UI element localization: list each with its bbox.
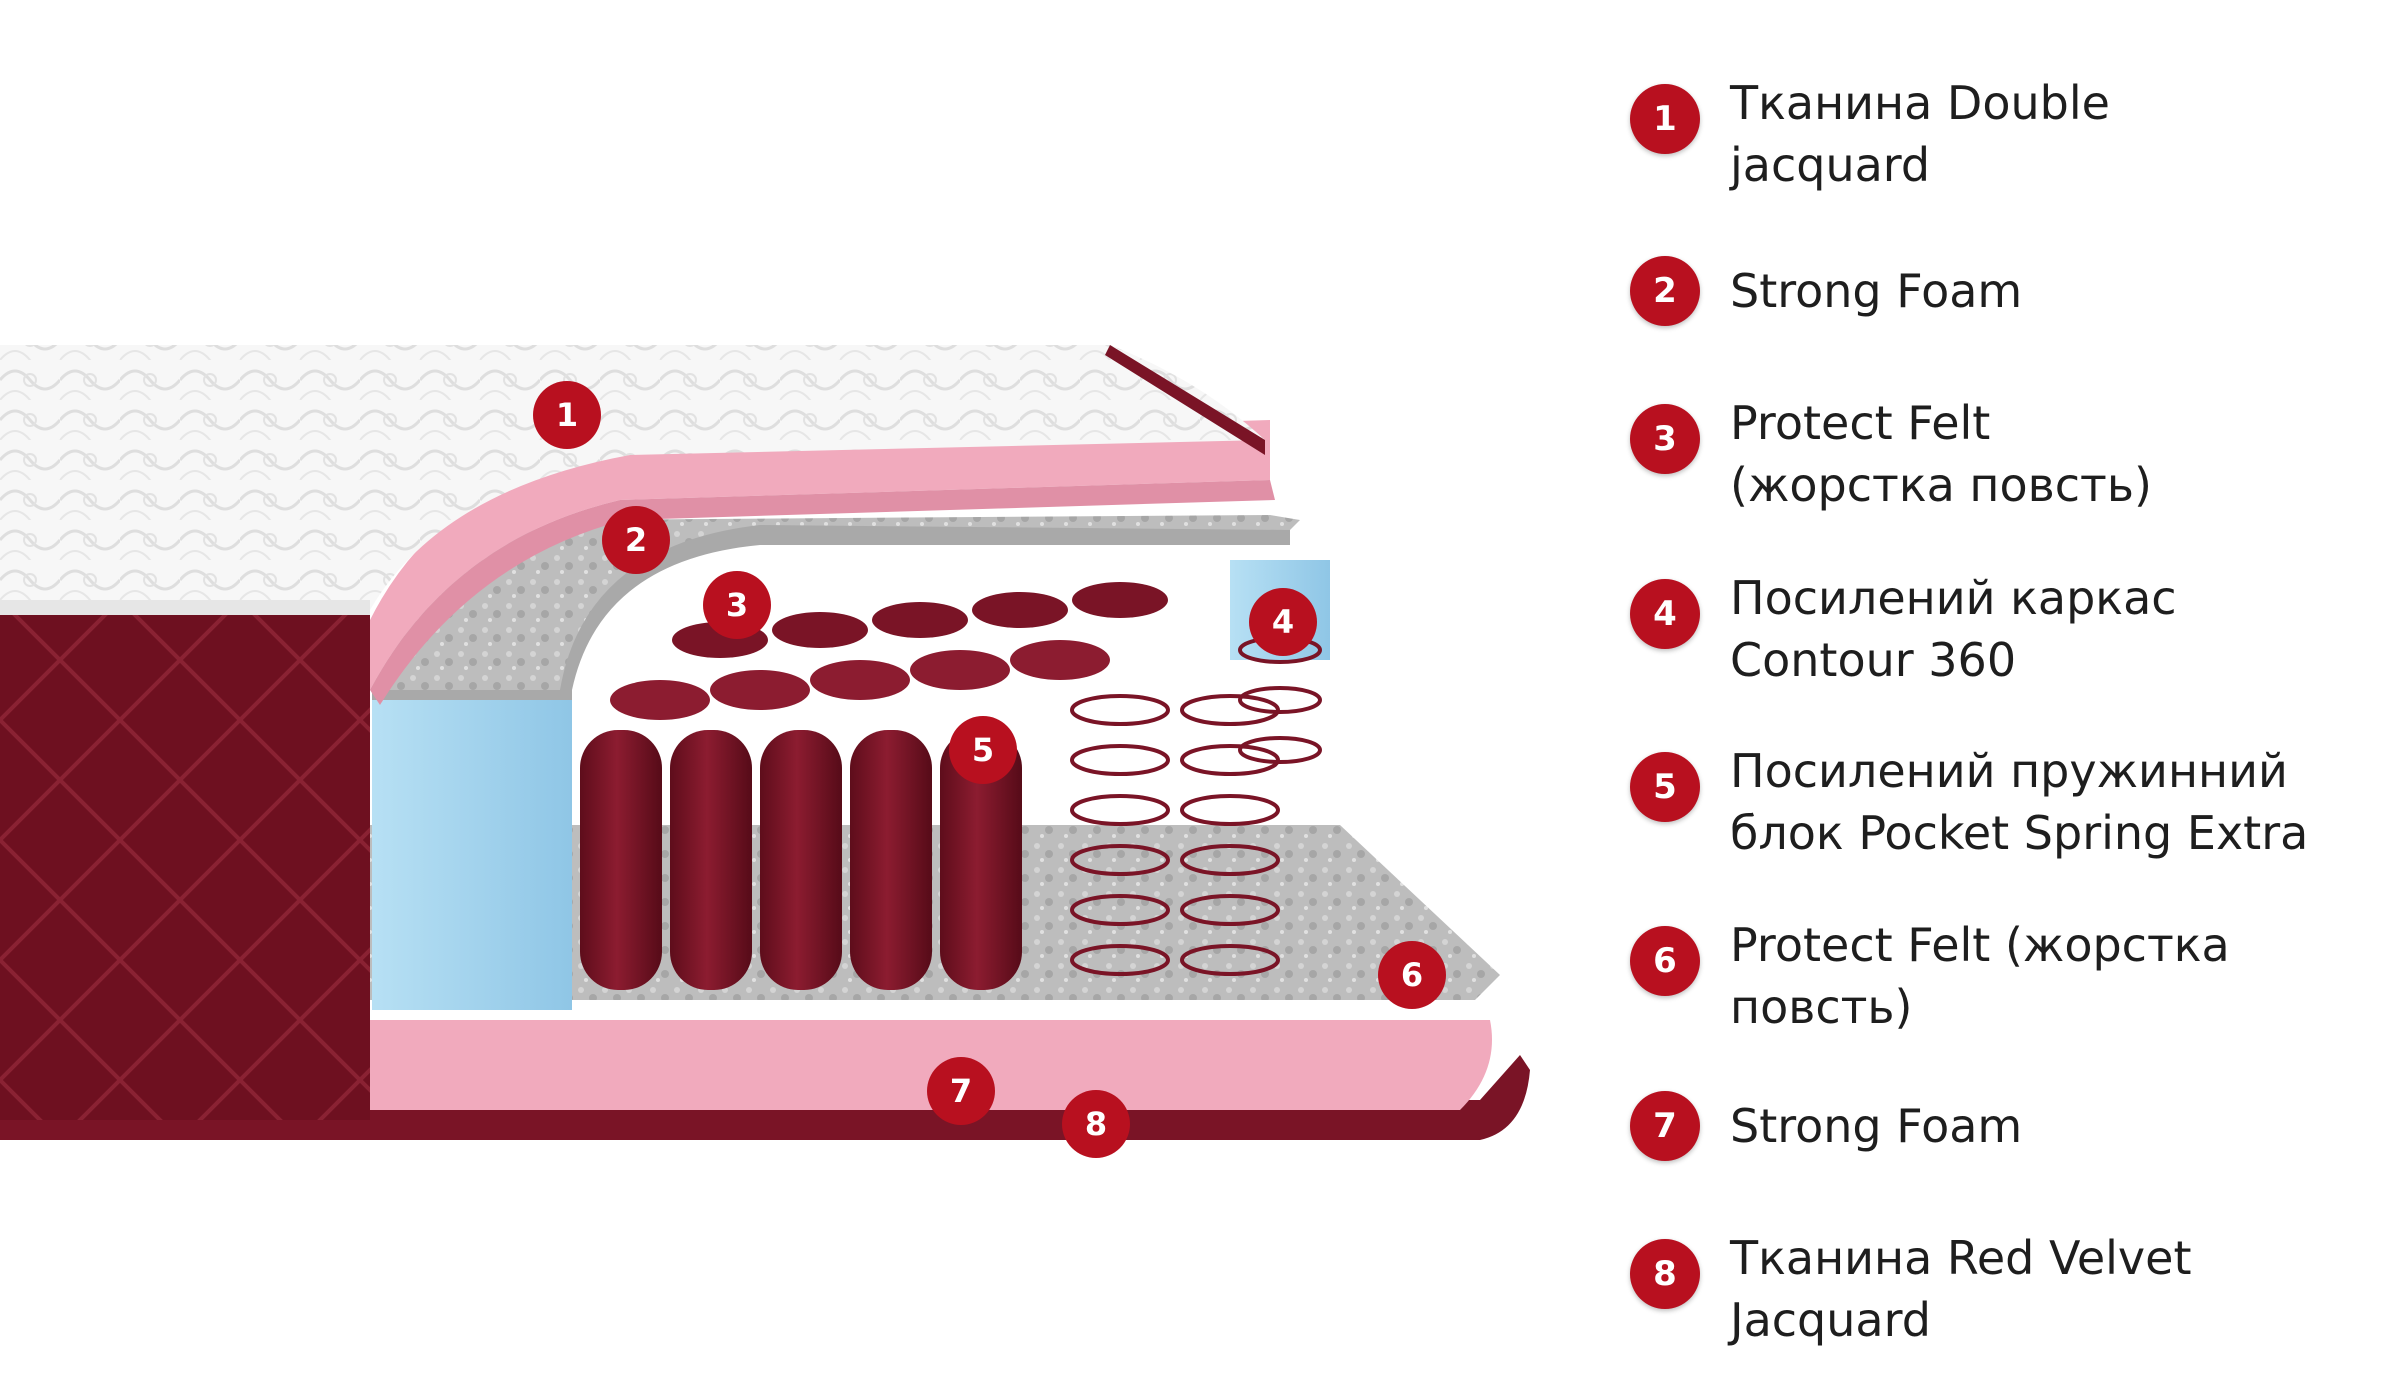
legend-label: Protect Felt (жорстка повсть): [1730, 396, 2152, 512]
marker-8: 8: [1062, 1090, 1130, 1158]
svg-text:5: 5: [972, 731, 994, 769]
marker-5: 5: [949, 716, 1017, 784]
legend-number-badge: 4: [1630, 579, 1700, 649]
legend-label: Тканина Double jacquard: [1730, 76, 2110, 192]
coil-springs: [1070, 636, 1322, 976]
svg-text:8: 8: [1085, 1105, 1107, 1143]
velvet-side-panel: [0, 600, 370, 1120]
bottom-velvet-layer: [0, 1055, 1530, 1140]
legend-label: Protect Felt (жорстка повсть): [1730, 918, 2230, 1034]
side-frame-left: [372, 700, 572, 1010]
bottom-foam-layer: [370, 1020, 1492, 1110]
legend-label: Strong Foam: [1730, 264, 2023, 318]
marker-3: 3: [703, 571, 771, 639]
legend-number-badge: 1: [1630, 84, 1700, 154]
svg-text:4: 4: [1272, 603, 1294, 641]
top-foam-layer: [370, 420, 1270, 690]
legend-number-badge: 6: [1630, 926, 1700, 996]
marker-7: 7: [927, 1057, 995, 1125]
legend-label: Strong Foam: [1730, 1099, 2023, 1153]
svg-text:7: 7: [950, 1072, 972, 1110]
marker-4: 4: [1249, 588, 1317, 656]
svg-text:6: 6: [1401, 956, 1423, 994]
marker-2: 2: [602, 506, 670, 574]
svg-text:2: 2: [625, 521, 647, 559]
top-cover-layer: [0, 345, 1265, 610]
mattress-cutaway-illustration: 1 2 3 4 5 6 7 8: [0, 345, 1530, 1158]
marker-1: 1: [533, 381, 601, 449]
legend-label: Посилений каркас Contour 360: [1730, 571, 2177, 687]
svg-text:1: 1: [556, 396, 578, 434]
legend-number-badge: 8: [1630, 1239, 1700, 1309]
legend-label: Посилений пружинний блок Pocket Spring E…: [1730, 744, 2309, 860]
top-felt-layer: [370, 515, 1300, 690]
legend-number-badge: 2: [1630, 256, 1700, 326]
legend-label: Тканина Red Velvet Jacquard: [1730, 1231, 2192, 1347]
svg-text:3: 3: [726, 586, 748, 624]
legend-number-badge: 7: [1630, 1091, 1700, 1161]
legend-number-badge: 3: [1630, 404, 1700, 474]
legend-number-badge: 5: [1630, 752, 1700, 822]
marker-6: 6: [1378, 941, 1446, 1009]
